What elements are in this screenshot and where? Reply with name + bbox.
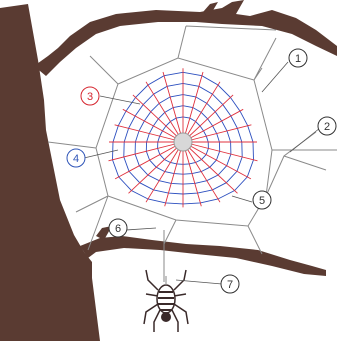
radial-thread-12: [109, 142, 184, 161]
leader-6: [126, 228, 156, 230]
callout-1: 1: [289, 49, 307, 67]
callout-3: 3: [81, 87, 99, 105]
hub-center: [174, 133, 192, 151]
callout-6: 6: [109, 219, 127, 237]
callout-4: 4: [67, 149, 85, 167]
callout-3-label: 3: [87, 91, 93, 103]
leader-2: [290, 128, 320, 152]
spider-icon: [144, 270, 188, 332]
callout-5: 5: [253, 191, 271, 209]
leader-5: [232, 196, 252, 202]
leader-1: [262, 62, 288, 92]
callout-2-label: 2: [324, 121, 330, 133]
callout-7: 7: [221, 275, 239, 293]
web-hub: [174, 133, 192, 151]
callout-2: 2: [318, 117, 336, 135]
radial-thread-2: [183, 142, 258, 161]
callout-4-label: 4: [73, 153, 79, 165]
radial-thread-20: [183, 72, 203, 142]
radial-thread-18: [163, 72, 183, 142]
callout-7-label: 7: [227, 279, 233, 291]
lower-branch: [80, 236, 326, 276]
callout-6-label: 6: [115, 223, 121, 235]
callout-5-label: 5: [259, 195, 265, 207]
callout-1-label: 1: [295, 53, 301, 65]
